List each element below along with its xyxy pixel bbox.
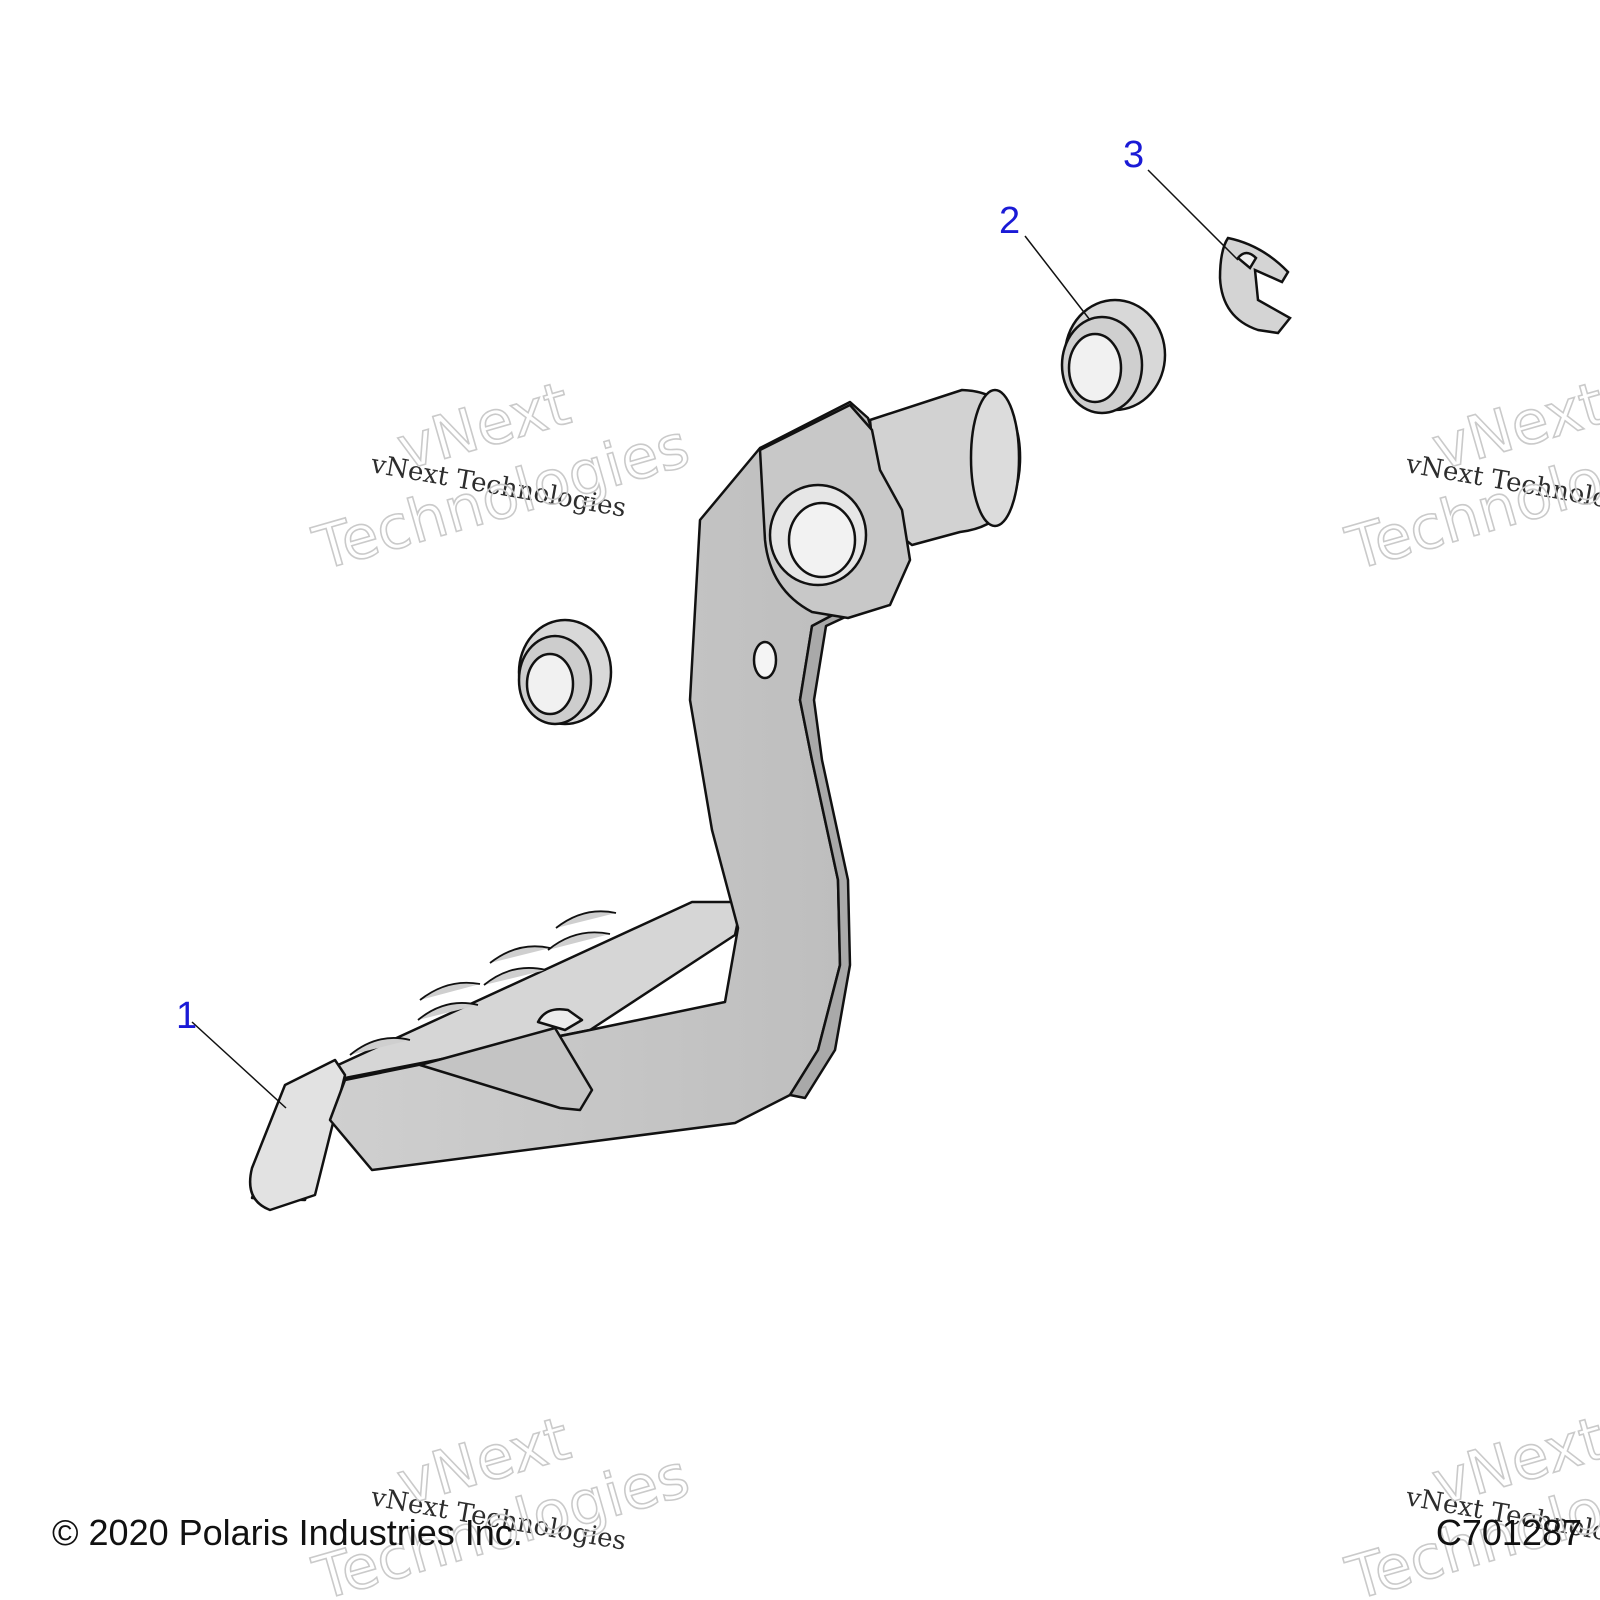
e-clip-part bbox=[1218, 236, 1292, 335]
leader-line-2 bbox=[1024, 235, 1091, 321]
pedal-gusset bbox=[418, 1026, 594, 1112]
leader-lines bbox=[191, 169, 1239, 1109]
pedal-foot-lip bbox=[248, 1058, 347, 1212]
pedal-slot bbox=[536, 1008, 584, 1032]
pedal-pivot-end bbox=[969, 388, 1021, 528]
watermark: vNext Technologies vNext Technologies vN… bbox=[305, 368, 1600, 1600]
callout-3: 3 bbox=[1123, 134, 1144, 176]
bushing-left-part bbox=[517, 618, 613, 726]
pedal-small-hole bbox=[752, 640, 778, 680]
callout-2: 2 bbox=[999, 200, 1020, 242]
pedal-arm-edge bbox=[788, 606, 858, 1100]
brake-pedal-part bbox=[248, 388, 1022, 1212]
pedal-tread bbox=[349, 910, 617, 1056]
pedal-bushing-seat-inner bbox=[787, 501, 857, 579]
copyright-text: © 2020 Polaris Industries Inc. bbox=[52, 1512, 523, 1553]
leader-line-1 bbox=[191, 1021, 287, 1109]
leader-line-3 bbox=[1147, 169, 1239, 261]
bushing-part bbox=[1060, 298, 1167, 415]
callout-1: 1 bbox=[176, 995, 197, 1037]
diagram-id: C701287 bbox=[1435, 1512, 1582, 1553]
